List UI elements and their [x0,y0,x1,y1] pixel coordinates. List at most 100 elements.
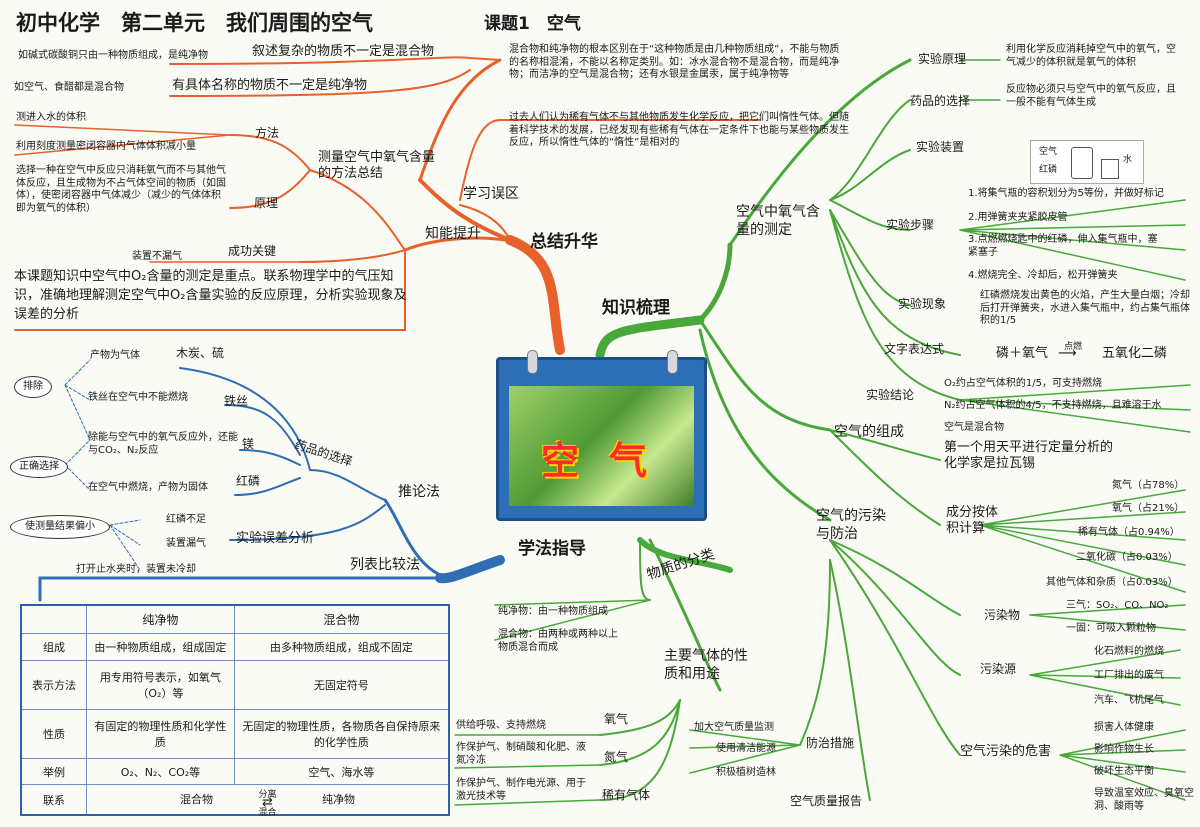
step-2: 2.用弹簧夹夹紧胶皮管 [968,212,1068,223]
error-2: 装置漏气 [166,538,206,549]
comparison-table: 纯净物 混合物 组成 由一种物质组成，组成固定 由多种物质组成，组成不固定 表示… [20,604,450,818]
phenomenon-detail: 红磷燃烧发出黄色的火焰，产生大量白烟；冷却后打开弹簧夹，水进入集气瓶中，约占集气… [980,290,1190,326]
table-cell: 空气、海水等 [233,757,450,786]
mistake-1-title: 叙述复杂的物质不一定是混合物 [252,44,435,59]
equation-right: 五氧化二磷 [1102,346,1168,361]
center-calendar-card: 空气 [496,350,707,521]
mistake-2-note: 如空气、食醋都是混合物 [14,82,124,93]
step-3: 3.点燃燃烧匙中的红磷，伸入集气瓶中，塞紧塞子 [968,234,1158,258]
principle-label: 原理 [254,196,279,210]
step-4: 4.燃烧完全、冷却后，松开弹簧夹 [968,270,1118,281]
table-row: 组成 由一种物质组成，组成固定 由多种物质组成，组成不固定 [20,633,450,661]
rare-gas-label: 稀有气体 [602,788,651,802]
iron-wire: 铁丝 [224,394,249,408]
arrow-bottom-label: 混合 [258,807,277,818]
principle-detail: 利用化学反应消耗掉空气中的氧气，空气减少的体积就是氧气的体积 [1006,44,1176,68]
principle-title: 实验原理 [918,52,967,66]
pollutant-1: 三气：SO₂、CO、NO₂ [1066,600,1169,611]
table-header-row: 纯净物 混合物 [20,604,450,635]
table-header-cell: 混合物 [233,604,450,635]
air-quality-report: 空气质量报告 [790,794,863,808]
rare-gas-note: 作保护气、制作电光源、用于激光技术等 [456,778,586,802]
step-1: 1.将集气瓶的容积划分为5等份，并做好标记 [968,188,1164,199]
success-key-note: 装置不漏气 [132,251,182,262]
table-cell: 由多种物质组成，组成不固定 [233,633,450,661]
table-cell: 表示方法 [20,659,87,710]
prevention-3: 积极植树造林 [716,767,776,778]
page-title: 初中化学 第二单元 我们周围的空气 [16,11,373,35]
compare-label: 列表比较法 [350,557,420,573]
table-row: 性质 有固定的物理性质和化学性质 无固定的物理性质，各物质各自保持原来的化学性质 [20,708,450,759]
table-cell: 有固定的物理性质和化学性质 [86,708,235,759]
table-header-cell [20,604,87,635]
hazard-2: 影响作物生长 [1094,744,1154,755]
measure-label: 空气中氧气含量的测定 [736,204,820,238]
measure-summary-title: 测量空气中氧气含量的方法总结 [318,150,436,182]
device-title: 实验装置 [916,140,965,154]
table-cell: 由一种物质组成，组成固定 [86,633,235,661]
nitrogen-label: 氮气 [604,750,629,764]
error-1: 红磷不足 [166,514,206,525]
red-phosphorus: 红磷 [236,474,261,488]
equation-condition: 点燃 [1064,342,1083,352]
improve-label: 知能提升 [425,226,481,242]
correct-choice-oval: 正确选择 [10,456,68,478]
table-cell: 性质 [20,708,87,759]
calendar-ring-icon [667,350,678,374]
error-analysis-label: 实验误差分析 [236,531,315,546]
flask-icon [1071,147,1093,179]
two-way-arrow-icon: 分离 ⇄ 混合 [223,790,313,818]
composition-n2: 氮气（占78%） [1112,480,1185,491]
center-label: 空气 [541,439,678,483]
reagent-detail: 反应物必须只与空气中的氧气反应，且一般不能有气体生成 [1006,84,1176,108]
mistake-3-note: 混合物和纯净物的根本区别在于“这种物质是由几种物质组成”，不能与物质的名称相混淆… [509,44,840,80]
result-low-oval: 使测量结果偏小 [10,515,110,539]
method-note-2: 利用刻度测量密闭容器内气体体积减小量 [16,141,196,152]
prevention-2: 使用清洁能源 [716,743,776,754]
apparatus-phosphorus: 红磷 [1039,165,1058,175]
leaf-photo [509,386,694,506]
relation-right: 纯净物 [322,792,355,806]
word-equation-title: 文字表达式 [884,342,945,356]
magnesium-note: 除能与空气中的氧气反应外，还能与CO₂、N₂反应 [88,432,238,456]
method-note-1: 测进入水的体积 [16,112,86,123]
branch-knowledge: 知识梳理 [602,298,670,318]
relation-left: 混合物 [180,792,213,806]
conclusion-3: 空气是混合物 [944,422,1004,433]
table-header-cell: 纯净物 [86,604,235,635]
apparatus-diagram: 空气 红磷 水 [1030,140,1144,184]
iron-note: 铁丝在空气中不能燃烧 [88,392,188,403]
magnesium: 镁 [242,437,255,451]
table-cell: 无固定符号 [233,659,450,710]
oxygen-note: 供给呼吸、支持燃烧 [456,720,546,731]
reagent-title: 药品的选择 [910,94,971,108]
red-phosphorus-note: 在空气中燃烧，产物为固体 [88,482,208,493]
lesson-conclusion: 本课题知识中空气中O₂含量的测定是重点。联系物理学中的气压知识，准确地理解测定空… [14,269,407,322]
hazard-3: 破坏生态平衡 [1094,766,1154,777]
error-3: 打开止水夹时，装置未冷却 [76,564,196,575]
hazard-4: 导致温室效应、臭氧空洞、酸雨等 [1094,788,1194,812]
sources-label: 污染源 [980,662,1017,676]
success-key-label: 成功关键 [228,244,277,258]
pollutant-2: 一固：可吸入颗粒物 [1066,623,1156,634]
calendar-ring-icon [527,350,538,374]
charcoal-note: 产物为气体 [90,350,140,361]
hazard-1: 损害人体健康 [1094,722,1154,733]
arrow-glyph: ⇄ [262,794,273,810]
source-3: 汽车、飞机尾气 [1094,695,1164,706]
source-2: 工厂排出的废气 [1094,670,1164,681]
principle-note: 选择一种在空气中反应只消耗氧气而不与其他气体反应，且生成物为不占气体空间的物质（… [16,165,226,214]
composition-other: 其他气体和杂质（占0.03%） [1046,577,1178,588]
conclusion-2: N₂约占空气体积的4/5，不支持燃烧，且难溶于水 [944,400,1162,411]
table-row: 联系 混合物 分离 ⇄ 混合 纯净物 [20,784,450,818]
branch-summary: 总结升华 [530,232,598,252]
mistake-4-note: 过去人们认为稀有气体不与其他物质发生化学反应，把它们叫惰性气体。但随着科学技术的… [509,112,849,148]
pollutants-label: 污染物 [984,608,1021,622]
classify-pure: 纯净物：由一种物质组成 [498,606,608,617]
branch-method: 学法指导 [518,539,586,559]
apparatus-air: 空气 [1039,147,1058,157]
table-cell: O₂、N₂、CO₂等 [86,757,235,786]
equation-left: 磷＋氧气 [996,346,1049,361]
table-row: 表示方法 用专用符号表示，如氧气（O₂）等 无固定符号 [20,659,450,710]
